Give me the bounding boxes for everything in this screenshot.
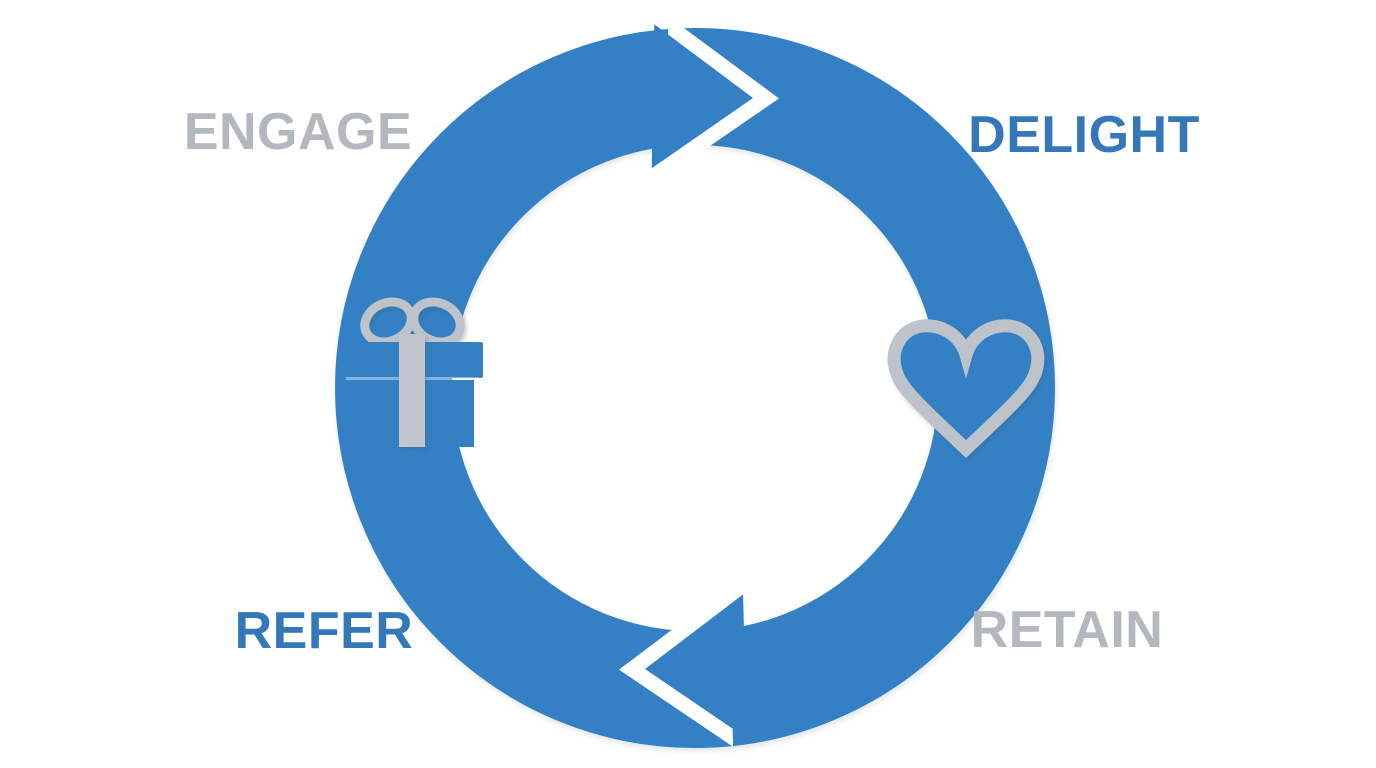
gift-icon: [342, 297, 483, 447]
arrowhead-bottom-icon: [619, 586, 747, 747]
stage-label-engage: ENGAGE: [183, 103, 413, 161]
heart-outline: [887, 319, 1045, 458]
stage-label-retain: RETAIN: [970, 601, 1164, 659]
arrow-tip-bottom: [645, 594, 747, 739]
stage-label-delight: DELIGHT: [968, 106, 1200, 164]
arrowhead-top-icon: [651, 16, 779, 177]
stage-label-refer: REFER: [234, 602, 414, 660]
heart-icon: [887, 319, 1045, 458]
gift-bow-right-loop: [409, 297, 465, 347]
gift-ribbon: [399, 334, 425, 447]
arrow-tip-top: [651, 24, 753, 169]
gift-bow-left-loop: [360, 297, 416, 347]
